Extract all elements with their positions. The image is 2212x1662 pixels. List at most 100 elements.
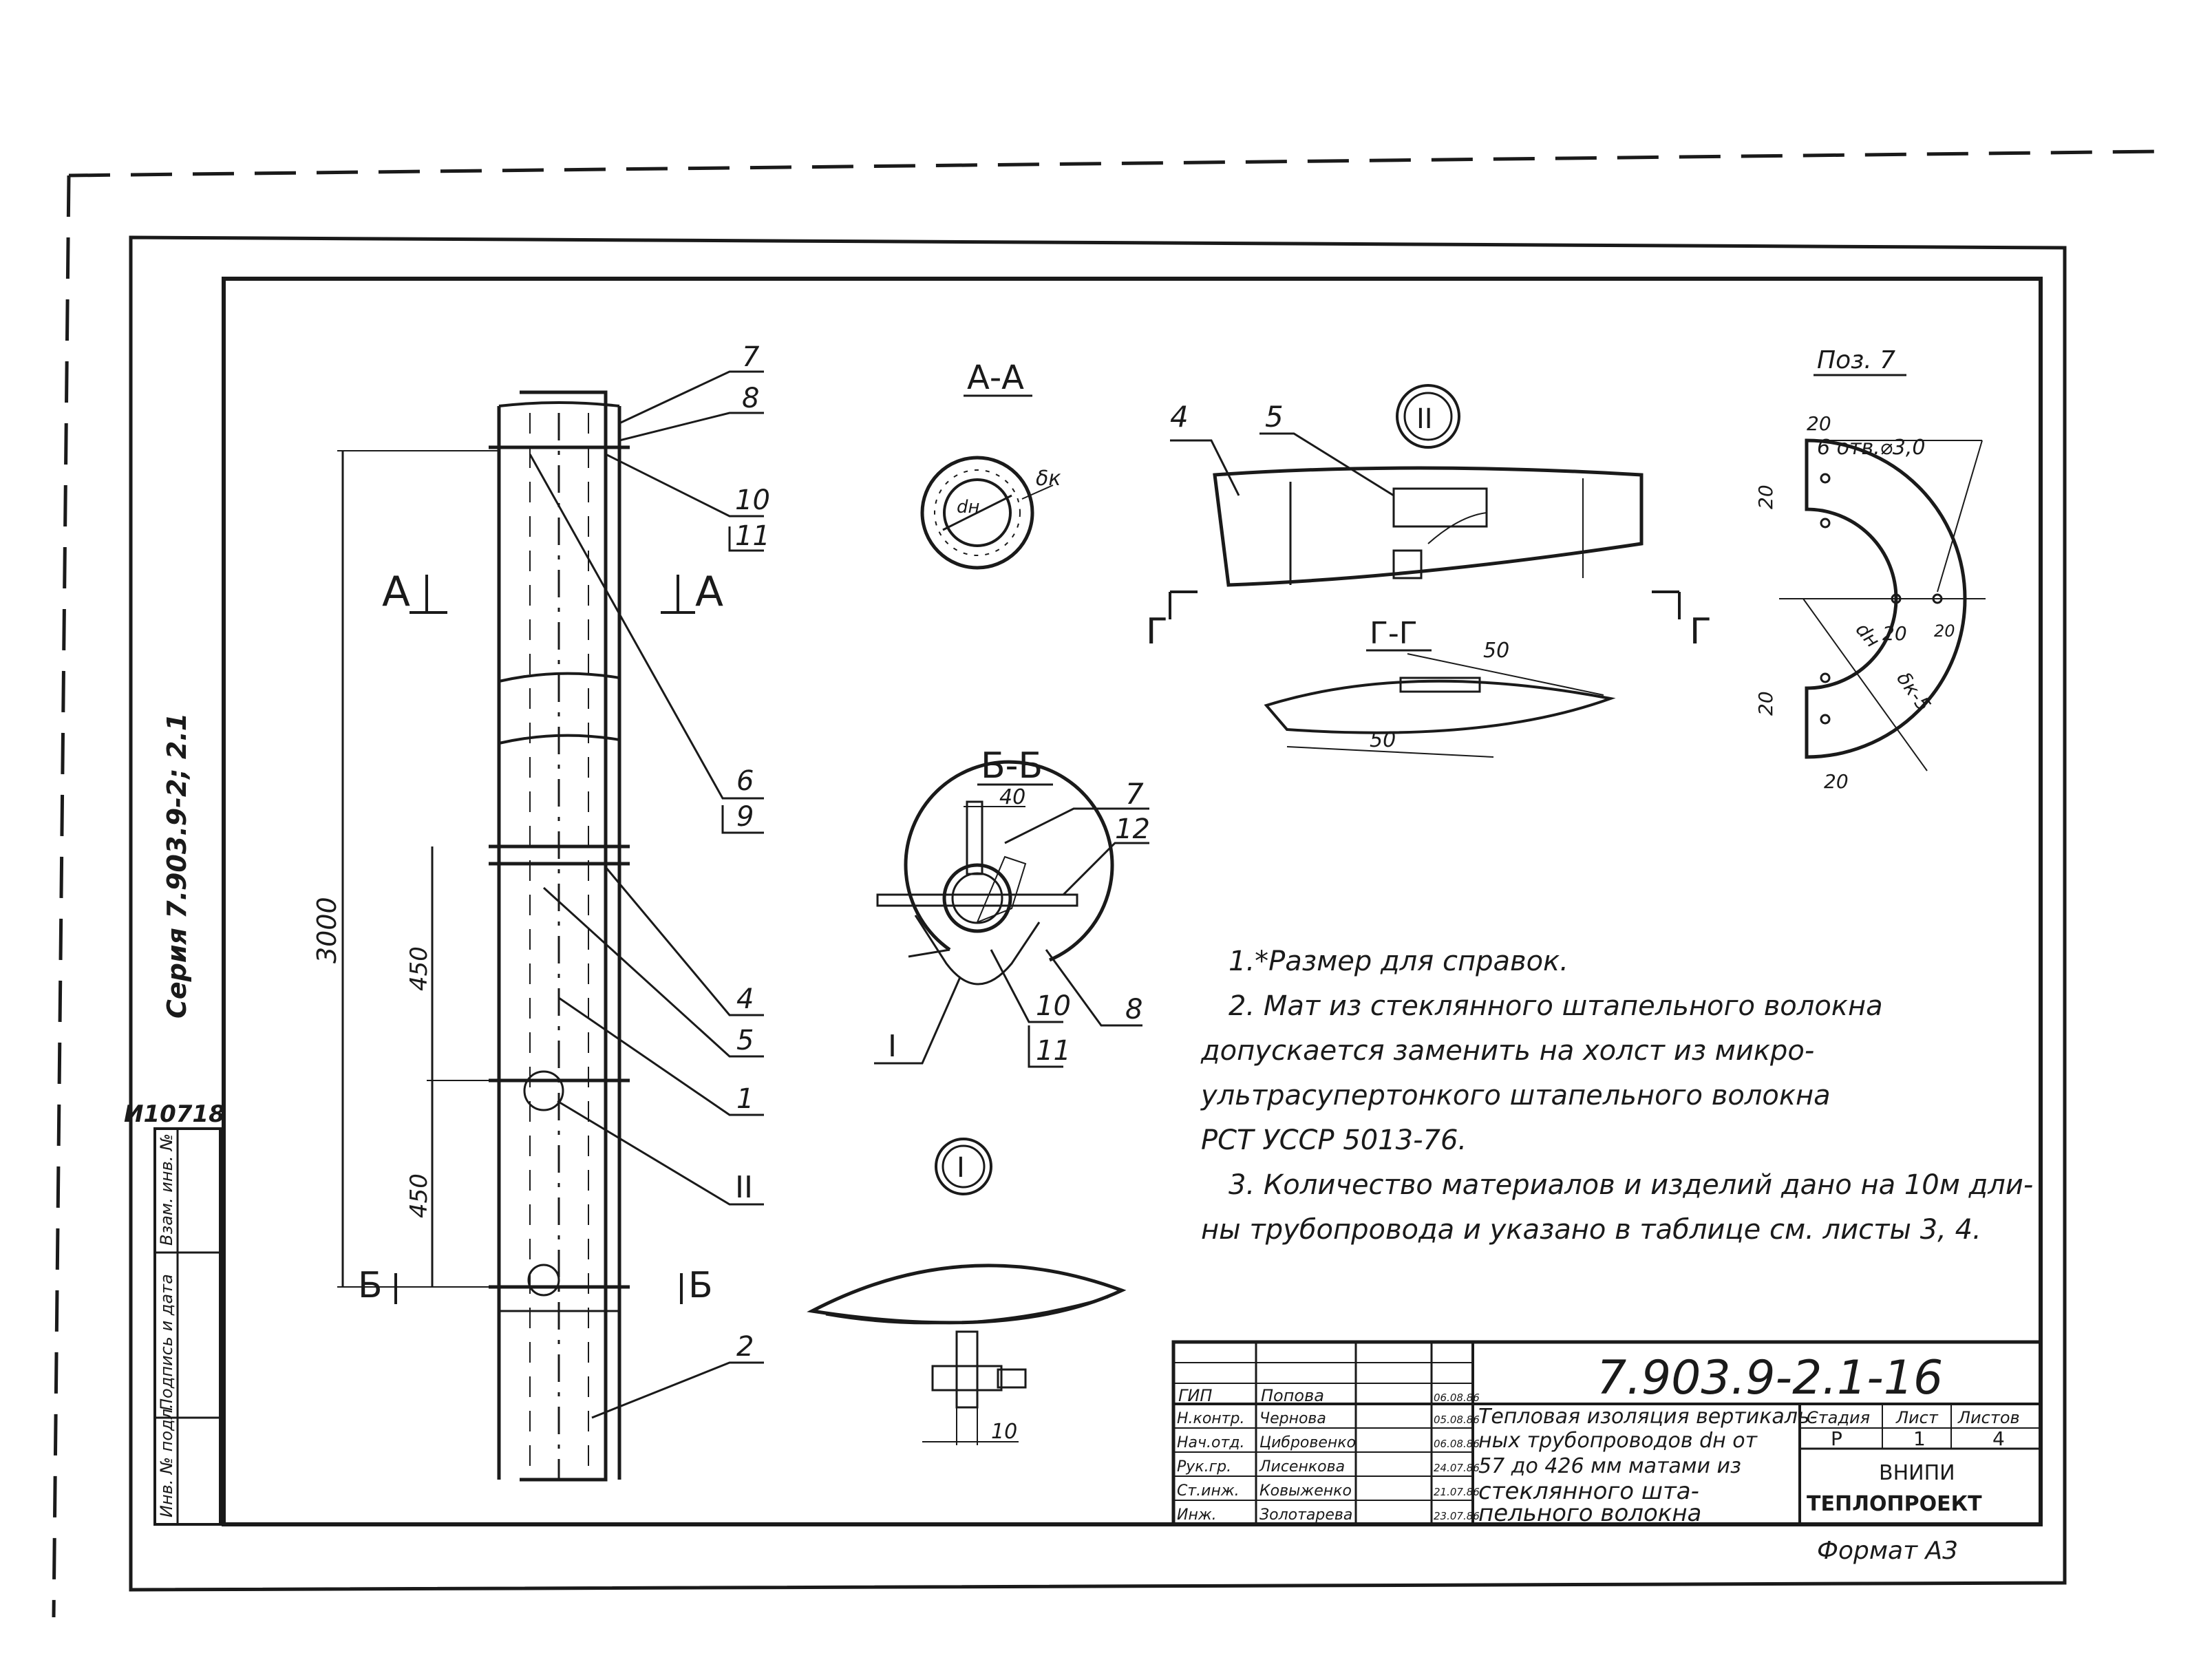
title-line-5: пельного волокна bbox=[1478, 1500, 1701, 1527]
stage-value: Р bbox=[1831, 1427, 1842, 1450]
callout-11: 11 bbox=[735, 520, 770, 552]
callout-bb-7: 7 bbox=[1125, 777, 1144, 811]
date-6: 23.07.86 bbox=[1434, 1510, 1480, 1522]
note-3b: ны трубопровода и указано в таблице см. … bbox=[1201, 1214, 1981, 1246]
callout-bb-node-i: I bbox=[888, 1029, 897, 1064]
stage-header: Стадия bbox=[1807, 1408, 1870, 1427]
node-ii-label: II bbox=[1416, 403, 1433, 435]
org-line-1: ВНИПИ bbox=[1879, 1461, 1955, 1485]
dim-pos7-holes: 6 отв.⌀3,0 bbox=[1817, 436, 1925, 460]
pipe-elevation: 3000 450 450 А А Б Б bbox=[312, 390, 723, 1482]
callout-1: 1 bbox=[736, 1083, 754, 1115]
dim-pos7-20-left-lower: 20 bbox=[1754, 691, 1777, 716]
note-2d: РСТ УССР 5013-76. bbox=[1201, 1125, 1467, 1156]
section-bb: Б-Б 40 7 12 10 11 8 I bbox=[874, 745, 1150, 1068]
callout-node-ii: II bbox=[735, 1170, 753, 1205]
note-1: 1.*Размер для справок. bbox=[1229, 946, 1568, 977]
outer-frame bbox=[52, 149, 2162, 1618]
title-line-1: Тепловая изоляция вертикаль- bbox=[1478, 1405, 1817, 1429]
callout-bb-11: 11 bbox=[1036, 1035, 1071, 1067]
notes: 1.*Размер для справок. 2. Мат из стеклян… bbox=[1200, 946, 2033, 1246]
dim-aa-dn: dн bbox=[957, 497, 980, 518]
callout-bb-12: 12 bbox=[1115, 813, 1150, 845]
name-4: Лисенкова bbox=[1259, 1458, 1345, 1475]
name-2: Чернова bbox=[1259, 1410, 1326, 1427]
dim-pos7-20-left-upper: 20 bbox=[1754, 484, 1777, 509]
dim-pos7-20-mid: 20 bbox=[1882, 622, 1907, 645]
callout-node-ii-4: 4 bbox=[1170, 400, 1189, 434]
dim-node-i-10: 10 bbox=[991, 1420, 1017, 1444]
title-line-3: 57 до 426 мм матами из bbox=[1478, 1454, 1741, 1478]
callout-2: 2 bbox=[736, 1331, 754, 1363]
callout-8: 8 bbox=[742, 383, 759, 414]
dim-pos7-dn: dн bbox=[1851, 618, 1884, 652]
dim-bb-40: 40 bbox=[999, 785, 1025, 809]
stamp-inv-label: Инв. № подл. bbox=[157, 1403, 176, 1517]
date-4: 24.07.86 bbox=[1434, 1462, 1480, 1474]
date-3: 06.08.86 bbox=[1434, 1438, 1480, 1450]
org-line-2: ТЕПЛОПРОЕКТ bbox=[1807, 1492, 1982, 1516]
note-3a: 3. Количество материалов и изделий дано … bbox=[1229, 1169, 2033, 1201]
name-5: Ковыженко bbox=[1259, 1482, 1352, 1500]
callout-node-ii-5: 5 bbox=[1265, 400, 1284, 434]
pos-7-detail: Поз. 7 6 отв.⌀3,0 20 20 20 20 20 20 dн δ… bbox=[1754, 346, 1986, 793]
dim-pos7-20-bottom: 20 bbox=[1824, 770, 1849, 793]
role-4: Рук.гр. bbox=[1177, 1458, 1231, 1475]
callout-4: 4 bbox=[736, 983, 754, 1015]
series-label: Серия 7.903.9-2; 2.1 bbox=[162, 713, 192, 1019]
section-gg-title: Г-Г bbox=[1370, 616, 1418, 651]
date-5: 21.07.86 bbox=[1434, 1486, 1480, 1498]
note-2c: ультрасупертонкого штапельного волокна bbox=[1200, 1080, 1831, 1111]
cut-g-right: Г bbox=[1690, 611, 1712, 652]
dim-pos7-20-right: 20 bbox=[1934, 621, 1955, 641]
dim-aa-dk: δк bbox=[1036, 467, 1061, 491]
dim-span-upper: 450 bbox=[405, 946, 433, 991]
callout-7: 7 bbox=[742, 341, 760, 373]
elevation-callouts: 7 8 10 11 6 9 4 5 1 II 2 bbox=[529, 341, 770, 1419]
cut-a-right: А bbox=[695, 568, 723, 616]
dim-total: 3000 bbox=[312, 897, 342, 963]
name-6: Золотарева bbox=[1259, 1506, 1352, 1524]
dim-gg-50-bottom: 50 bbox=[1370, 728, 1396, 752]
sheets-header: Листов bbox=[1957, 1408, 2020, 1427]
node-i-label: I bbox=[957, 1152, 965, 1184]
callout-6: 6 bbox=[736, 765, 754, 797]
sheets-value: 4 bbox=[1992, 1427, 2005, 1450]
role-3: Нач.отд. bbox=[1177, 1434, 1245, 1451]
node-ii: II 4 5 Г Г Г-Г 50 50 bbox=[1146, 384, 1712, 758]
node-i: I 10 bbox=[807, 1138, 1127, 1445]
date-2: 05.08.86 bbox=[1434, 1414, 1480, 1426]
cut-a-left: А bbox=[382, 568, 410, 616]
title-line-2: ных трубопроводов dн от bbox=[1478, 1429, 1758, 1453]
stamp-replace-label: Взам. инв. № bbox=[157, 1133, 176, 1246]
title-line-4: стеклянного шта- bbox=[1478, 1478, 1699, 1505]
note-2b: допускается заменить на холст из микро- bbox=[1200, 1035, 1814, 1067]
date-1: 06.08.86 bbox=[1434, 1392, 1480, 1404]
title-block: 7.903.9-2.1-16 Тепловая изоляция вертика… bbox=[1171, 1340, 2043, 1565]
role-5: Ст.инж. bbox=[1177, 1482, 1240, 1500]
section-aa: А-А dн δк bbox=[920, 359, 1061, 570]
dim-span-lower: 450 bbox=[405, 1173, 433, 1218]
dim-pos7-dk5: δк-5 bbox=[1892, 668, 1935, 716]
dim-gg-50-top: 50 bbox=[1483, 639, 1509, 663]
cut-g-left: Г bbox=[1146, 611, 1168, 652]
archive-number: И10718 bbox=[124, 1100, 225, 1128]
callout-10: 10 bbox=[735, 484, 770, 516]
sheet-header: Лист bbox=[1895, 1408, 1939, 1427]
name-3: Цибровенко bbox=[1259, 1434, 1356, 1451]
stamp-sign-label: Подпись и дата bbox=[157, 1274, 176, 1411]
section-aa-title: А-А bbox=[967, 359, 1024, 397]
doc-code: 7.903.9-2.1-16 bbox=[1597, 1351, 1943, 1405]
role-6: Инж. bbox=[1177, 1506, 1217, 1524]
sheet-value: 1 bbox=[1913, 1427, 1926, 1450]
callout-9: 9 bbox=[736, 801, 754, 833]
cut-b-right: Б bbox=[688, 1265, 713, 1306]
role-2: Н.контр. bbox=[1177, 1410, 1244, 1427]
note-2a: 2. Мат из стеклянного штапельного волокн… bbox=[1229, 990, 1883, 1022]
callout-5: 5 bbox=[736, 1025, 754, 1056]
dim-pos7-20-top: 20 bbox=[1807, 412, 1831, 435]
pos-7-title: Поз. 7 bbox=[1817, 346, 1895, 374]
format-label: Формат А3 bbox=[1817, 1537, 1958, 1565]
callout-bb-8: 8 bbox=[1125, 994, 1142, 1025]
